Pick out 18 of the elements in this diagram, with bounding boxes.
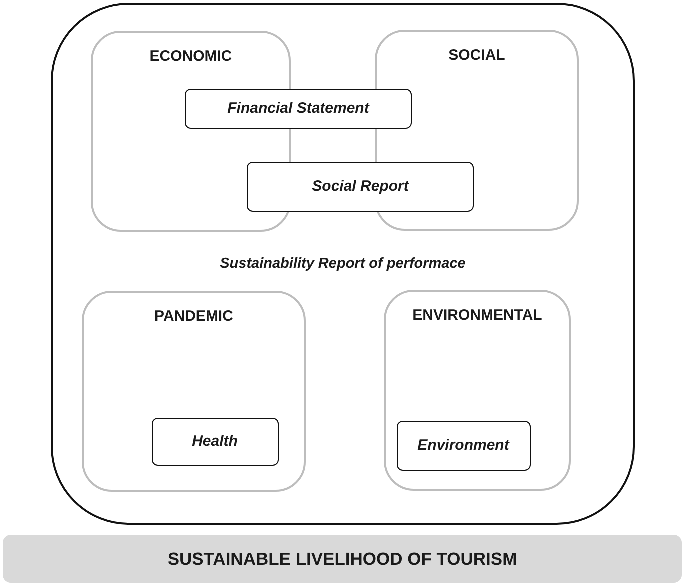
report-box (247, 162, 474, 212)
report-frame (51, 3, 635, 525)
report-box (396, 420, 530, 470)
report-box (185, 89, 412, 129)
report-box (152, 418, 278, 466)
box-label: Social Report (312, 178, 409, 196)
panel-heading: ENVIRONMENTAL (412, 307, 542, 325)
box-label: Environment (418, 436, 510, 454)
frame-title: Sustainability Report of performace (220, 256, 466, 274)
base-band (3, 535, 682, 583)
panel-heading: SOCIAL (448, 47, 506, 65)
panel-heading: PANDEMIC (154, 308, 234, 326)
category-panel (82, 291, 306, 492)
band-label: SUSTAINABLE LIVELIHOOD OF TOURISM (168, 548, 518, 570)
box-label: Health (192, 432, 238, 450)
panel-heading: ECONOMIC (150, 48, 232, 66)
category-panel (384, 290, 571, 491)
box-label: Financial Statement (228, 100, 370, 118)
